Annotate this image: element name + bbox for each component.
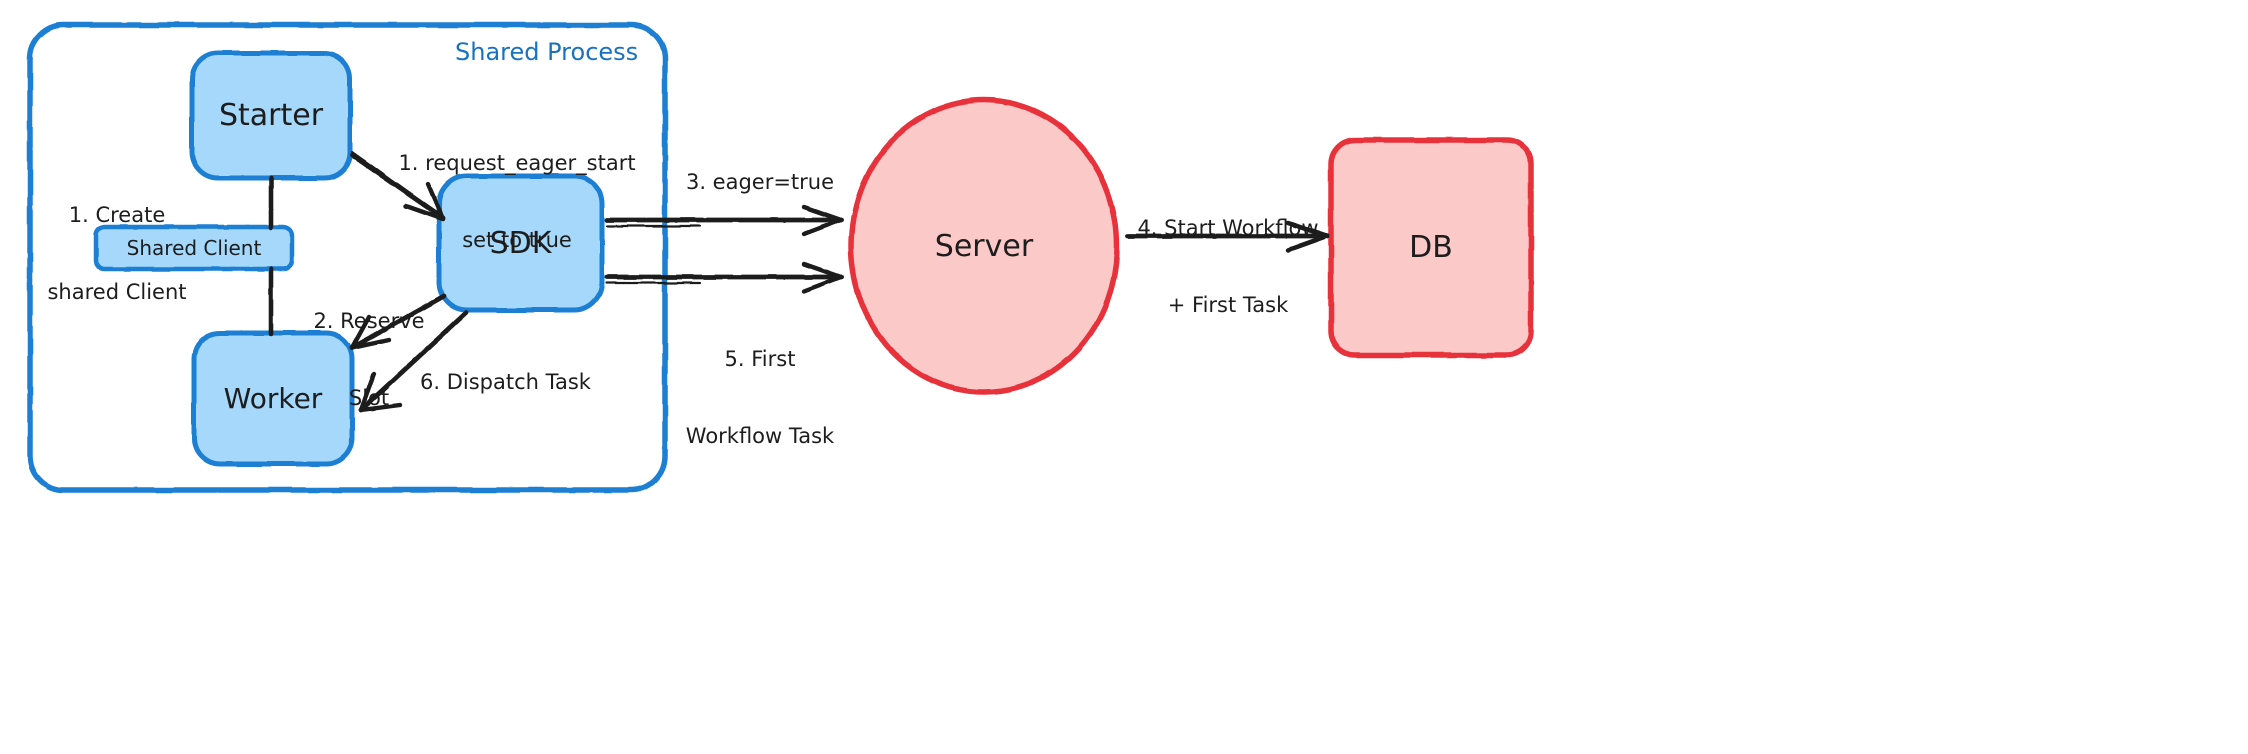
node-shared-client-shape[interactable]	[93, 224, 295, 272]
node-server-label: Server	[934, 228, 1034, 264]
edge-sdk-to-server-eager	[604, 204, 844, 237]
shared-process-title: Shared Process	[455, 38, 639, 66]
node-db-label: DB	[1409, 230, 1453, 265]
node-db-shape[interactable]	[1328, 137, 1534, 358]
edge-sdk-to-worker-reserve	[349, 293, 447, 351]
edge-server-to-sdk-first-task	[604, 261, 844, 294]
node-shared-client-label: Shared Client	[126, 236, 262, 260]
edge-sdk-to-worker-dispatch	[358, 310, 469, 413]
connectors	[268, 150, 1330, 413]
edge-starter-to-sdk	[349, 150, 446, 222]
node-worker-label: Worker	[223, 382, 323, 415]
node-sdk-shape[interactable]	[436, 173, 605, 313]
shared-process-container	[27, 22, 668, 493]
node-sdk-label: SDK	[489, 225, 552, 261]
node-starter-label: Starter	[218, 98, 324, 133]
edge-server-to-db	[1125, 220, 1330, 253]
node-server-shape[interactable]	[848, 97, 1120, 395]
